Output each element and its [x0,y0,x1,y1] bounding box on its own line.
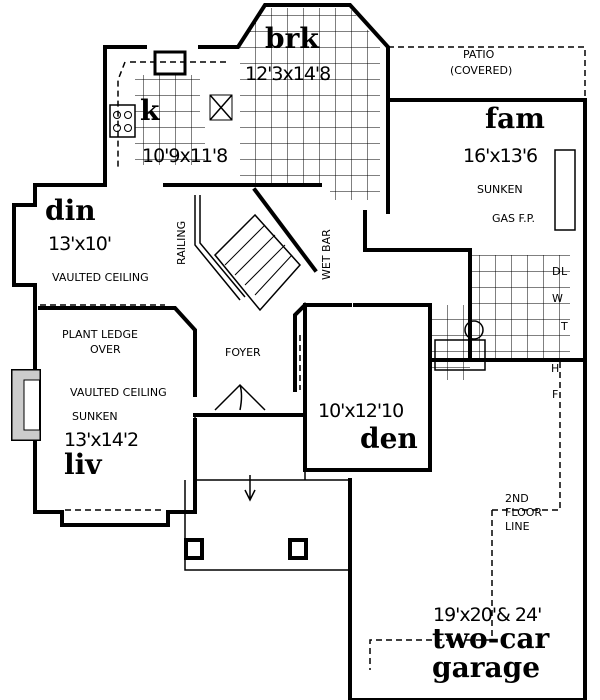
room-name: brk [265,22,319,55]
patio-note: (COVERED) [450,64,512,77]
room-garage: 2ND FLOOR LINE 19'x20'& 24' two-car gara… [432,492,551,684]
railing-label: RAILING [175,221,188,265]
room-note: VAULTED CEILING [52,271,149,284]
plant-ledge-label: PLANT LEDGE [62,328,138,341]
patio-name: PATIO [463,48,495,61]
room-name: din [45,194,96,227]
water-heater-label: H [551,362,559,375]
walls [12,2,587,700]
tub-label: T [560,320,568,333]
room-dining: din 13'x10' VAULTED CEILING [45,194,149,284]
room-kitchen: k 10'9x11'8 [140,94,228,167]
room-size: 13'x14'2 [64,429,138,451]
room-name: k [140,94,160,127]
room-foyer: FOYER [225,346,261,359]
tile-floors [135,8,570,380]
dashed-lines [40,46,586,670]
dryer-label: L [561,265,568,278]
room-size: 12'3x14'8 [245,63,330,85]
washer-label: W [552,292,563,305]
room-note: GAS F.P. [492,212,535,225]
staircase [194,187,318,312]
room-note: VAULTED CEILING [70,386,167,399]
front-porch [184,383,350,571]
furnace-label: F [552,388,558,401]
room-note: 2ND [505,492,529,505]
room-name: fam [485,102,545,135]
laundry-labels: D L W T H F [551,265,568,401]
fixtures [11,50,576,441]
room-breakfast: brk 12'3x14'8 [245,22,331,85]
patio-label: PATIO (COVERED) [450,48,512,77]
room-note: SUNKEN [72,410,118,423]
dryer-label: D [552,265,560,278]
room-size: 10'x12'10 [318,400,403,422]
room-family: fam 16'x13'6 SUNKEN GAS F.P. [463,102,545,225]
room-name: den [360,422,418,455]
room-note: FLOOR [505,506,542,519]
room-den: 10'x12'10 den [318,400,418,455]
room-size: 19'x20'& 24' [433,604,541,626]
room-note: LINE [505,520,530,533]
room-name: garage [432,651,540,684]
room-note: SUNKEN [477,183,523,196]
room-living: VAULTED CEILING SUNKEN 13'x14'2 liv [64,386,167,481]
room-size: 13'x10' [48,233,111,255]
wet-bar-label: WET BAR [320,229,333,280]
room-size: 10'9x11'8 [142,145,227,167]
room-name: liv [64,448,102,481]
room-name: two-car [432,622,551,655]
plant-ledge-note: OVER [90,343,121,356]
room-size: 16'x13'6 [463,145,537,167]
